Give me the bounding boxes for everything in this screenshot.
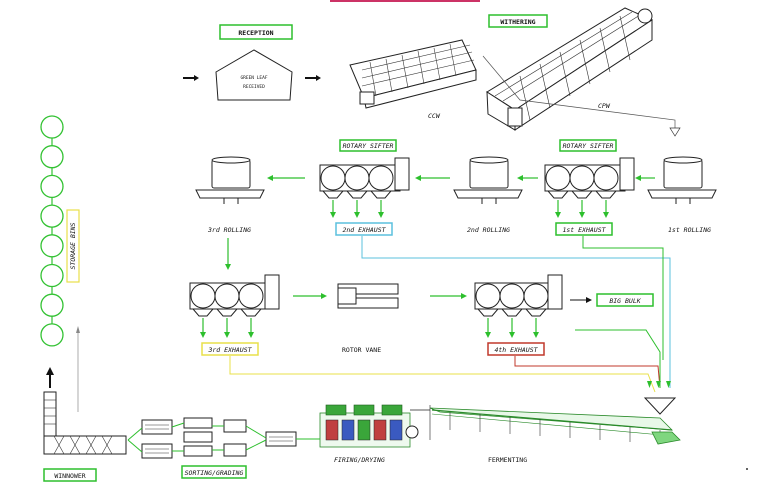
- winnower-up-arrow-head: [46, 367, 54, 375]
- reception-label: RECEPTION: [238, 29, 273, 37]
- rolling-3-label: 3rd ROLLING: [207, 226, 251, 234]
- rolling-2-label: 2nd ROLLING: [467, 226, 510, 234]
- green-arrow-tip-3: [666, 381, 671, 388]
- sifter-3-outlets: [200, 318, 254, 338]
- exhaust-2-line: [361, 236, 671, 388]
- storage-bin: [40, 293, 64, 317]
- rotary-sifter-4: [474, 274, 563, 317]
- cpw-machine: [486, 7, 654, 131]
- rotary-sifter-2-label-box: [339, 139, 397, 152]
- collection-hopper: [643, 397, 677, 415]
- big-bulk-label-box: [596, 293, 654, 307]
- rotary-sifter-1: [544, 157, 635, 199]
- exhaust-1-label-box: [555, 222, 613, 236]
- exhaust-4-line: [514, 356, 661, 389]
- winnower-label: WINNOWER: [54, 472, 85, 480]
- rotary-sifter-2: [319, 157, 410, 199]
- rotary-sifter-3: [189, 274, 280, 317]
- sifter-1-outlets: [555, 200, 609, 218]
- received-text: RECEIVED: [243, 84, 265, 90]
- winnower-label-box: [43, 468, 97, 482]
- ccw-trough: [349, 39, 477, 109]
- fermenting-conveyor: [429, 407, 681, 445]
- exhaust-3-label-box: [201, 342, 259, 356]
- sorting-grading-machines: [127, 417, 320, 459]
- ccw-label: CCW: [428, 112, 441, 120]
- rotary-sifter-1-label-box: [559, 139, 617, 152]
- firing-drying-machine: [319, 404, 431, 448]
- rotor-vane: [337, 283, 399, 309]
- exhaust-1-label: 1st EXHAUST: [562, 226, 606, 234]
- storage-bin: [40, 204, 64, 228]
- storage-bin: [40, 323, 64, 347]
- withering-label-box: [488, 14, 548, 28]
- reception-shed: [215, 49, 293, 101]
- rolling-1-label: 1st ROLLING: [668, 226, 711, 234]
- exhaust-2-label-box: [335, 222, 393, 236]
- firing-drying-label: FIRING/DRYING: [334, 456, 385, 464]
- storage-bin: [40, 263, 64, 288]
- rolling-table-3: [195, 156, 265, 204]
- sifter-4-outlets: [485, 318, 539, 338]
- storage-bin: [40, 115, 64, 139]
- rotor-vane-label: ROTOR VANE: [342, 346, 381, 354]
- exhaust-1-line: [582, 236, 664, 360]
- input-arrow-head: [194, 75, 199, 81]
- exhaust-4-label-box: [487, 342, 545, 356]
- storage-bins-label: STORAGE BINS: [69, 222, 77, 269]
- winnower-machine: [43, 391, 127, 455]
- withering-label: WITHERING: [500, 18, 535, 26]
- return-line-head: [76, 326, 80, 333]
- corner-dot: [746, 468, 748, 470]
- reception-label-box: [219, 24, 293, 40]
- rolling-table-2: [453, 156, 523, 204]
- exhaust-3-label: 3rd EXHAUST: [207, 346, 252, 354]
- sorting-grading-label-box: [181, 465, 247, 479]
- cpw-label: CPW: [598, 102, 611, 110]
- sifter-2-outlets: [330, 200, 384, 218]
- exhaust-3-line: [229, 356, 656, 393]
- rotary-sifter-1-label: ROTARY SIFTER: [563, 142, 614, 150]
- storage-bin: [40, 234, 64, 258]
- storage-bins-label-box: [66, 209, 80, 283]
- row2-flow-arrows: [293, 293, 592, 303]
- reception-arrow-head: [316, 75, 321, 81]
- green-arrow-tip-1: [647, 381, 652, 388]
- exhaust-4-label: 4th EXHAUST: [494, 346, 538, 354]
- big-bulk-label: BIG BULK: [609, 297, 641, 305]
- big-bulk-line: [575, 329, 661, 388]
- green-arrow-tip-2: [656, 381, 661, 388]
- storage-bin: [40, 145, 64, 169]
- row1-flow-arrows: [225, 175, 655, 270]
- green-leaf-text: GREEN LEAF: [240, 75, 267, 81]
- transfer-hopper: [669, 127, 681, 137]
- storage-bins: [40, 115, 64, 347]
- fermenting-label: FERMENTING: [488, 456, 527, 464]
- storage-bin: [40, 174, 64, 199]
- rotary-sifter-2-label: ROTARY SIFTER: [343, 142, 394, 150]
- withering-transfer-line: [482, 55, 676, 130]
- sorting-grading-label: SORTING/GRADING: [185, 469, 244, 477]
- rolling-table-1: [647, 156, 717, 204]
- exhaust-2-label: 2nd EXHAUST: [342, 226, 386, 234]
